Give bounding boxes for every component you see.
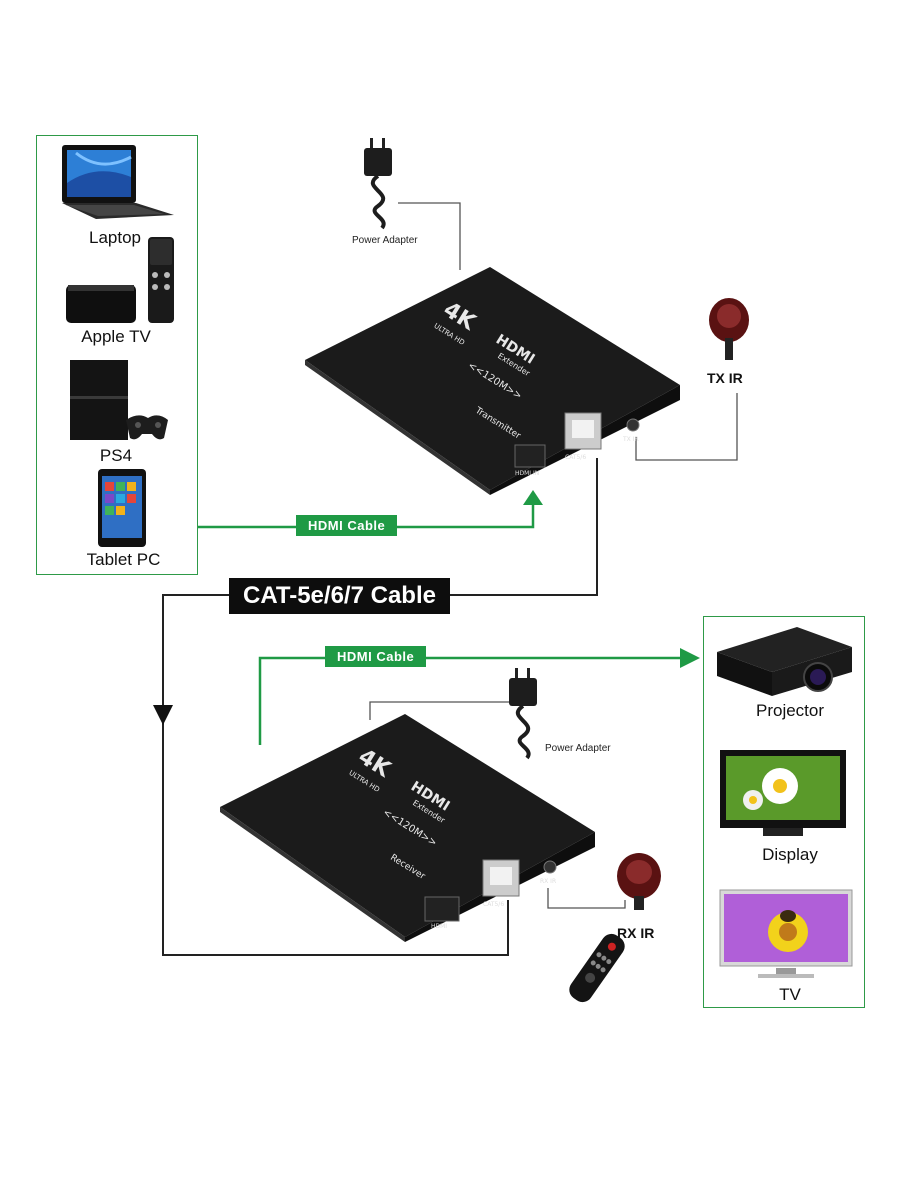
source-label-laptop: Laptop xyxy=(89,228,141,247)
rx-ir-icon xyxy=(617,853,661,910)
display-label-tv: TV xyxy=(779,985,801,1004)
transmitter-port-hdmi-label: HDMI IN xyxy=(515,470,539,477)
display-icon xyxy=(720,750,846,836)
transmitter-device: 4K ULTRA HD HDMI Extender <<120M>> Trans… xyxy=(305,267,680,495)
tx-ir-wire xyxy=(635,393,738,461)
tv-icon xyxy=(719,889,853,978)
transmitter-port-ir-label: TX IR xyxy=(622,436,639,443)
cat-cable-tag: CAT-5e/6/7 Cable xyxy=(229,578,450,614)
power-adapter-label-top: Power Adapter xyxy=(352,235,418,246)
tablet-icon xyxy=(98,469,146,547)
laptop-icon xyxy=(62,145,174,219)
hdmi-cable-tag-bottom: HDMI Cable xyxy=(325,646,427,667)
hdmi-top-arrow xyxy=(523,490,543,505)
ps4-icon xyxy=(70,360,168,440)
receiver-port-ir-label: RX IR xyxy=(540,878,556,885)
power-wire-top xyxy=(398,202,461,270)
receiver-port-cat-label: CAT5/6 xyxy=(483,901,504,908)
remote-control-icon xyxy=(569,933,625,1003)
receiver-ir-port xyxy=(543,860,557,874)
display-label-projector: Projector xyxy=(755,701,825,720)
rx-ir-label: RX IR xyxy=(617,925,655,941)
hdmi-cable-bottom xyxy=(258,656,680,745)
power-adapter-label-bottom: Power Adapter xyxy=(545,743,611,754)
apple-tv-icon xyxy=(66,237,174,323)
power-wire-bottom xyxy=(369,701,515,720)
projector-icon xyxy=(717,627,852,696)
tx-ir-icon xyxy=(709,298,749,360)
hdmi-bottom-arrow xyxy=(680,648,700,668)
hdmi-cable-tag-top: HDMI Cable xyxy=(296,515,398,536)
transmitter-ir-port xyxy=(626,418,640,432)
transmitter-port-cat-label: CAT5/6 xyxy=(565,454,586,461)
tx-ir-label: TX IR xyxy=(707,370,743,386)
cat-cable xyxy=(162,458,598,956)
source-label-tablet-pc: Tablet PC xyxy=(86,550,161,569)
cat-down-arrow xyxy=(153,705,173,725)
receiver-device: 4K ULTRA HD HDMI Extender <<120M>> Recei… xyxy=(220,714,595,942)
receiver-hdmi-port xyxy=(424,896,460,922)
display-label-display: Display xyxy=(762,845,818,864)
receiver-port-hdmi-label: HDMI xyxy=(431,923,447,930)
power-adapter-icon-top xyxy=(364,138,392,230)
source-label-apple-tv: Apple TV xyxy=(81,327,151,346)
rx-ir-wire xyxy=(547,888,626,909)
transmitter-hdmi-port xyxy=(514,444,546,468)
source-label-ps4: PS4 xyxy=(99,446,133,465)
power-adapter-icon-bottom xyxy=(509,668,537,760)
